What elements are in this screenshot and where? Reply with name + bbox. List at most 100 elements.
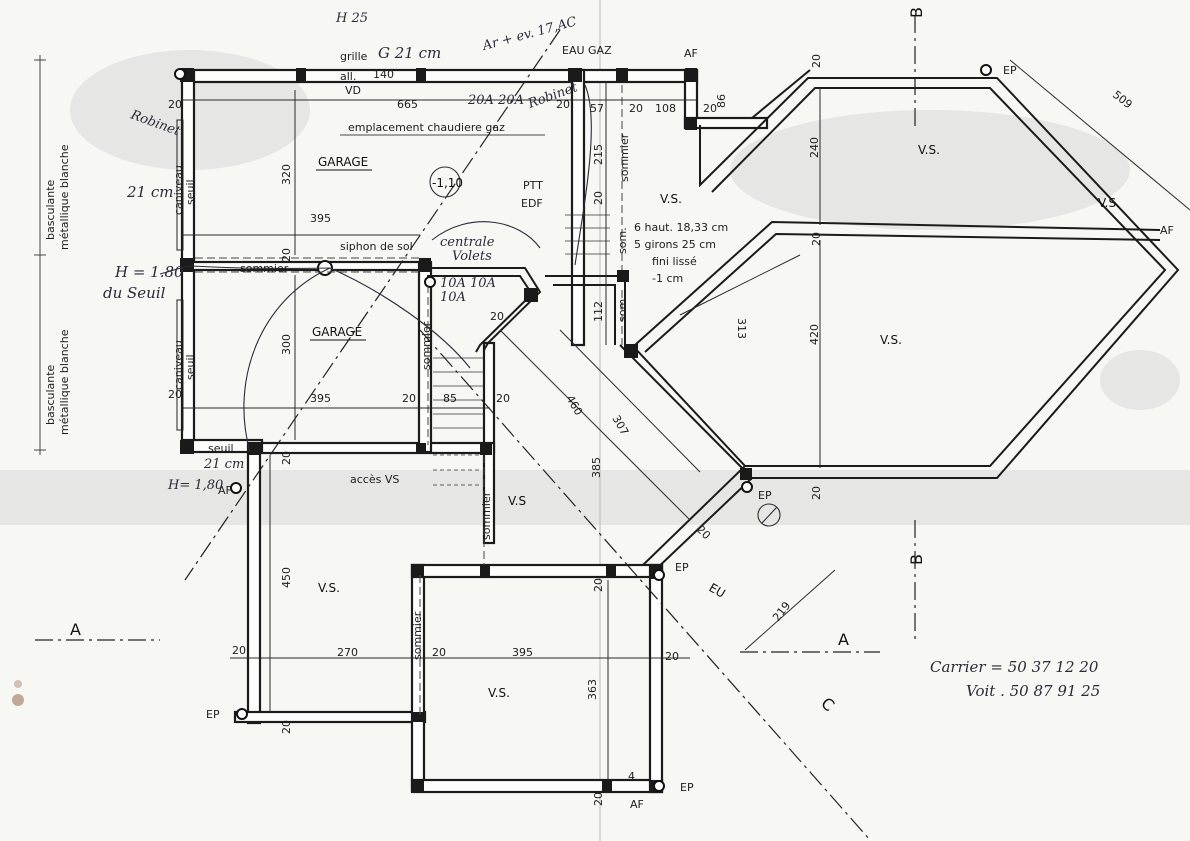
notes: emplacement chaudiere gaz siphon de sol … (44, 44, 728, 486)
hw-scale: H 25 (335, 11, 368, 26)
hw-amps-10a-b: 10A (440, 290, 466, 305)
door-2-line1: basculante (44, 364, 57, 425)
dim-20-m: 20 (232, 644, 246, 657)
hw-21cm-b: 21 cm (203, 457, 244, 472)
room-vs-7: V.S. (488, 686, 510, 700)
note-vd: VD (345, 84, 361, 97)
dim-20-j: 20 (402, 392, 416, 405)
dim-20-a: 20 (168, 98, 182, 111)
dim-313: 313 (735, 318, 748, 339)
section-lines (35, 15, 916, 841)
section-a-right: A (838, 630, 849, 649)
dim-20-t: 20 (592, 191, 605, 205)
dim-20-k: 20 (496, 392, 510, 405)
dim-20-l: 20 (280, 451, 293, 465)
note-acces: accès VS (350, 473, 399, 486)
dimension-labels: 665 57 108 86 140 320 395 300 395 85 460… (168, 54, 1135, 806)
dim-20-g: 20 (810, 486, 823, 500)
label-af-3: AF (218, 484, 232, 497)
handwritten-marks (159, 84, 781, 527)
dim-395-2: 395 (310, 392, 331, 405)
hw-h180: H = 1.80 (114, 263, 184, 281)
dim-20-h: 20 (280, 248, 293, 262)
dim-20-o: 20 (665, 650, 679, 663)
dim-20-s: 20 (694, 523, 713, 542)
label-ep-1: EP (1003, 64, 1017, 77)
hw-du-seuil: du Seuil (103, 284, 166, 302)
dim-460: 460 (563, 393, 585, 418)
dim-86: 86 (715, 94, 728, 108)
posts (180, 68, 752, 792)
dim-363: 363 (586, 679, 599, 700)
dim-20-p: 20 (280, 720, 293, 734)
label-af-2: AF (1160, 224, 1174, 237)
elevation-label: -1,10 (432, 176, 463, 190)
door-strips (34, 55, 184, 455)
hw-carrier: Carrier = 50 37 12 20 (930, 658, 1099, 676)
dim-140: 140 (373, 68, 394, 81)
hw-grille-size: G 21 cm (378, 44, 441, 62)
caniveau-top: caniveau (172, 165, 185, 215)
dim-320: 320 (280, 164, 293, 185)
dim-4: 4 (628, 770, 635, 783)
dim-215: 215 (592, 144, 605, 165)
hw-h180-b: H= 1,80 (167, 478, 223, 493)
dim-307: 307 (609, 413, 631, 438)
dim-395-3: 395 (512, 646, 533, 659)
label-sommier-4: sommier (411, 611, 424, 660)
note-all: all. (340, 70, 356, 83)
section-c: C (817, 694, 838, 716)
dim-270: 270 (337, 646, 358, 659)
hw-21cm-a: 21 cm (126, 183, 173, 201)
dim-20-f: 20 (810, 232, 823, 246)
room-garage-bottom: GARAGE (312, 325, 362, 339)
dim-20-b: 20 (556, 98, 570, 111)
door-2-line2: métallique blanche (58, 329, 71, 435)
note-seuil: seuil (208, 442, 234, 455)
seuil-bottom: seuil (184, 354, 197, 380)
label-ep-4: EP (206, 708, 220, 721)
room-vs-2: V.S. (918, 143, 940, 157)
note-eau-gaz: EAU GAZ (562, 44, 612, 57)
dim-450: 450 (280, 567, 293, 588)
dim-112: 112 (592, 301, 605, 322)
label-sommier-3: sommier (480, 491, 493, 540)
dim-420: 420 (808, 324, 821, 345)
stairs (433, 214, 610, 486)
note-edf: EDF (521, 197, 543, 210)
dimension-lines (182, 59, 1190, 780)
seuil-top: seuil (184, 179, 197, 205)
hw-amps-10a-c: 10A (470, 276, 496, 291)
dim-20-n: 20 (432, 646, 446, 659)
dim-20-u: 20 (490, 310, 504, 323)
note-stairs-1: 6 haut. 18,33 cm (634, 221, 728, 234)
hw-voit: Voit . 50 87 91 25 (966, 682, 1100, 700)
section-b-top: B (907, 7, 926, 18)
dim-509: 509 (1110, 88, 1135, 111)
room-labels: GARAGE GARAGE -1,10 V.S. V.S. V.S. V.S. … (310, 143, 1120, 700)
section-b-bottom: B (907, 554, 926, 565)
hw-centrale: centrale (440, 235, 495, 250)
room-vs-5: V.S (508, 494, 526, 508)
note-stairs-4: -1 cm (652, 272, 683, 285)
dim-108: 108 (655, 102, 676, 115)
label-ep-5: EP (680, 781, 694, 794)
dim-395-1: 395 (310, 212, 331, 225)
room-vs-1: V.S. (660, 192, 682, 206)
label-sommier-2: sommier (420, 321, 433, 370)
dim-20-e: 20 (810, 54, 823, 68)
note-ptt: PTT (523, 179, 543, 192)
room-vs-6: V.S. (318, 581, 340, 595)
dim-385: 385 (590, 457, 603, 478)
label-af-1: AF (684, 47, 698, 60)
dim-240: 240 (808, 137, 821, 158)
room-vs-3: V.S. (1098, 196, 1120, 210)
section-a-left: A (70, 620, 81, 639)
dim-665: 665 (397, 98, 418, 111)
utility-labels: EP EP EP EP EP AF AF AF AF EU A A B B C (70, 7, 1174, 811)
beam-labels: sommier sommier sommier sommier sommier … (240, 133, 631, 660)
dim-20-i: 20 (168, 388, 182, 401)
dim-219: 219 (770, 599, 793, 624)
note-grille: grille (340, 50, 368, 63)
